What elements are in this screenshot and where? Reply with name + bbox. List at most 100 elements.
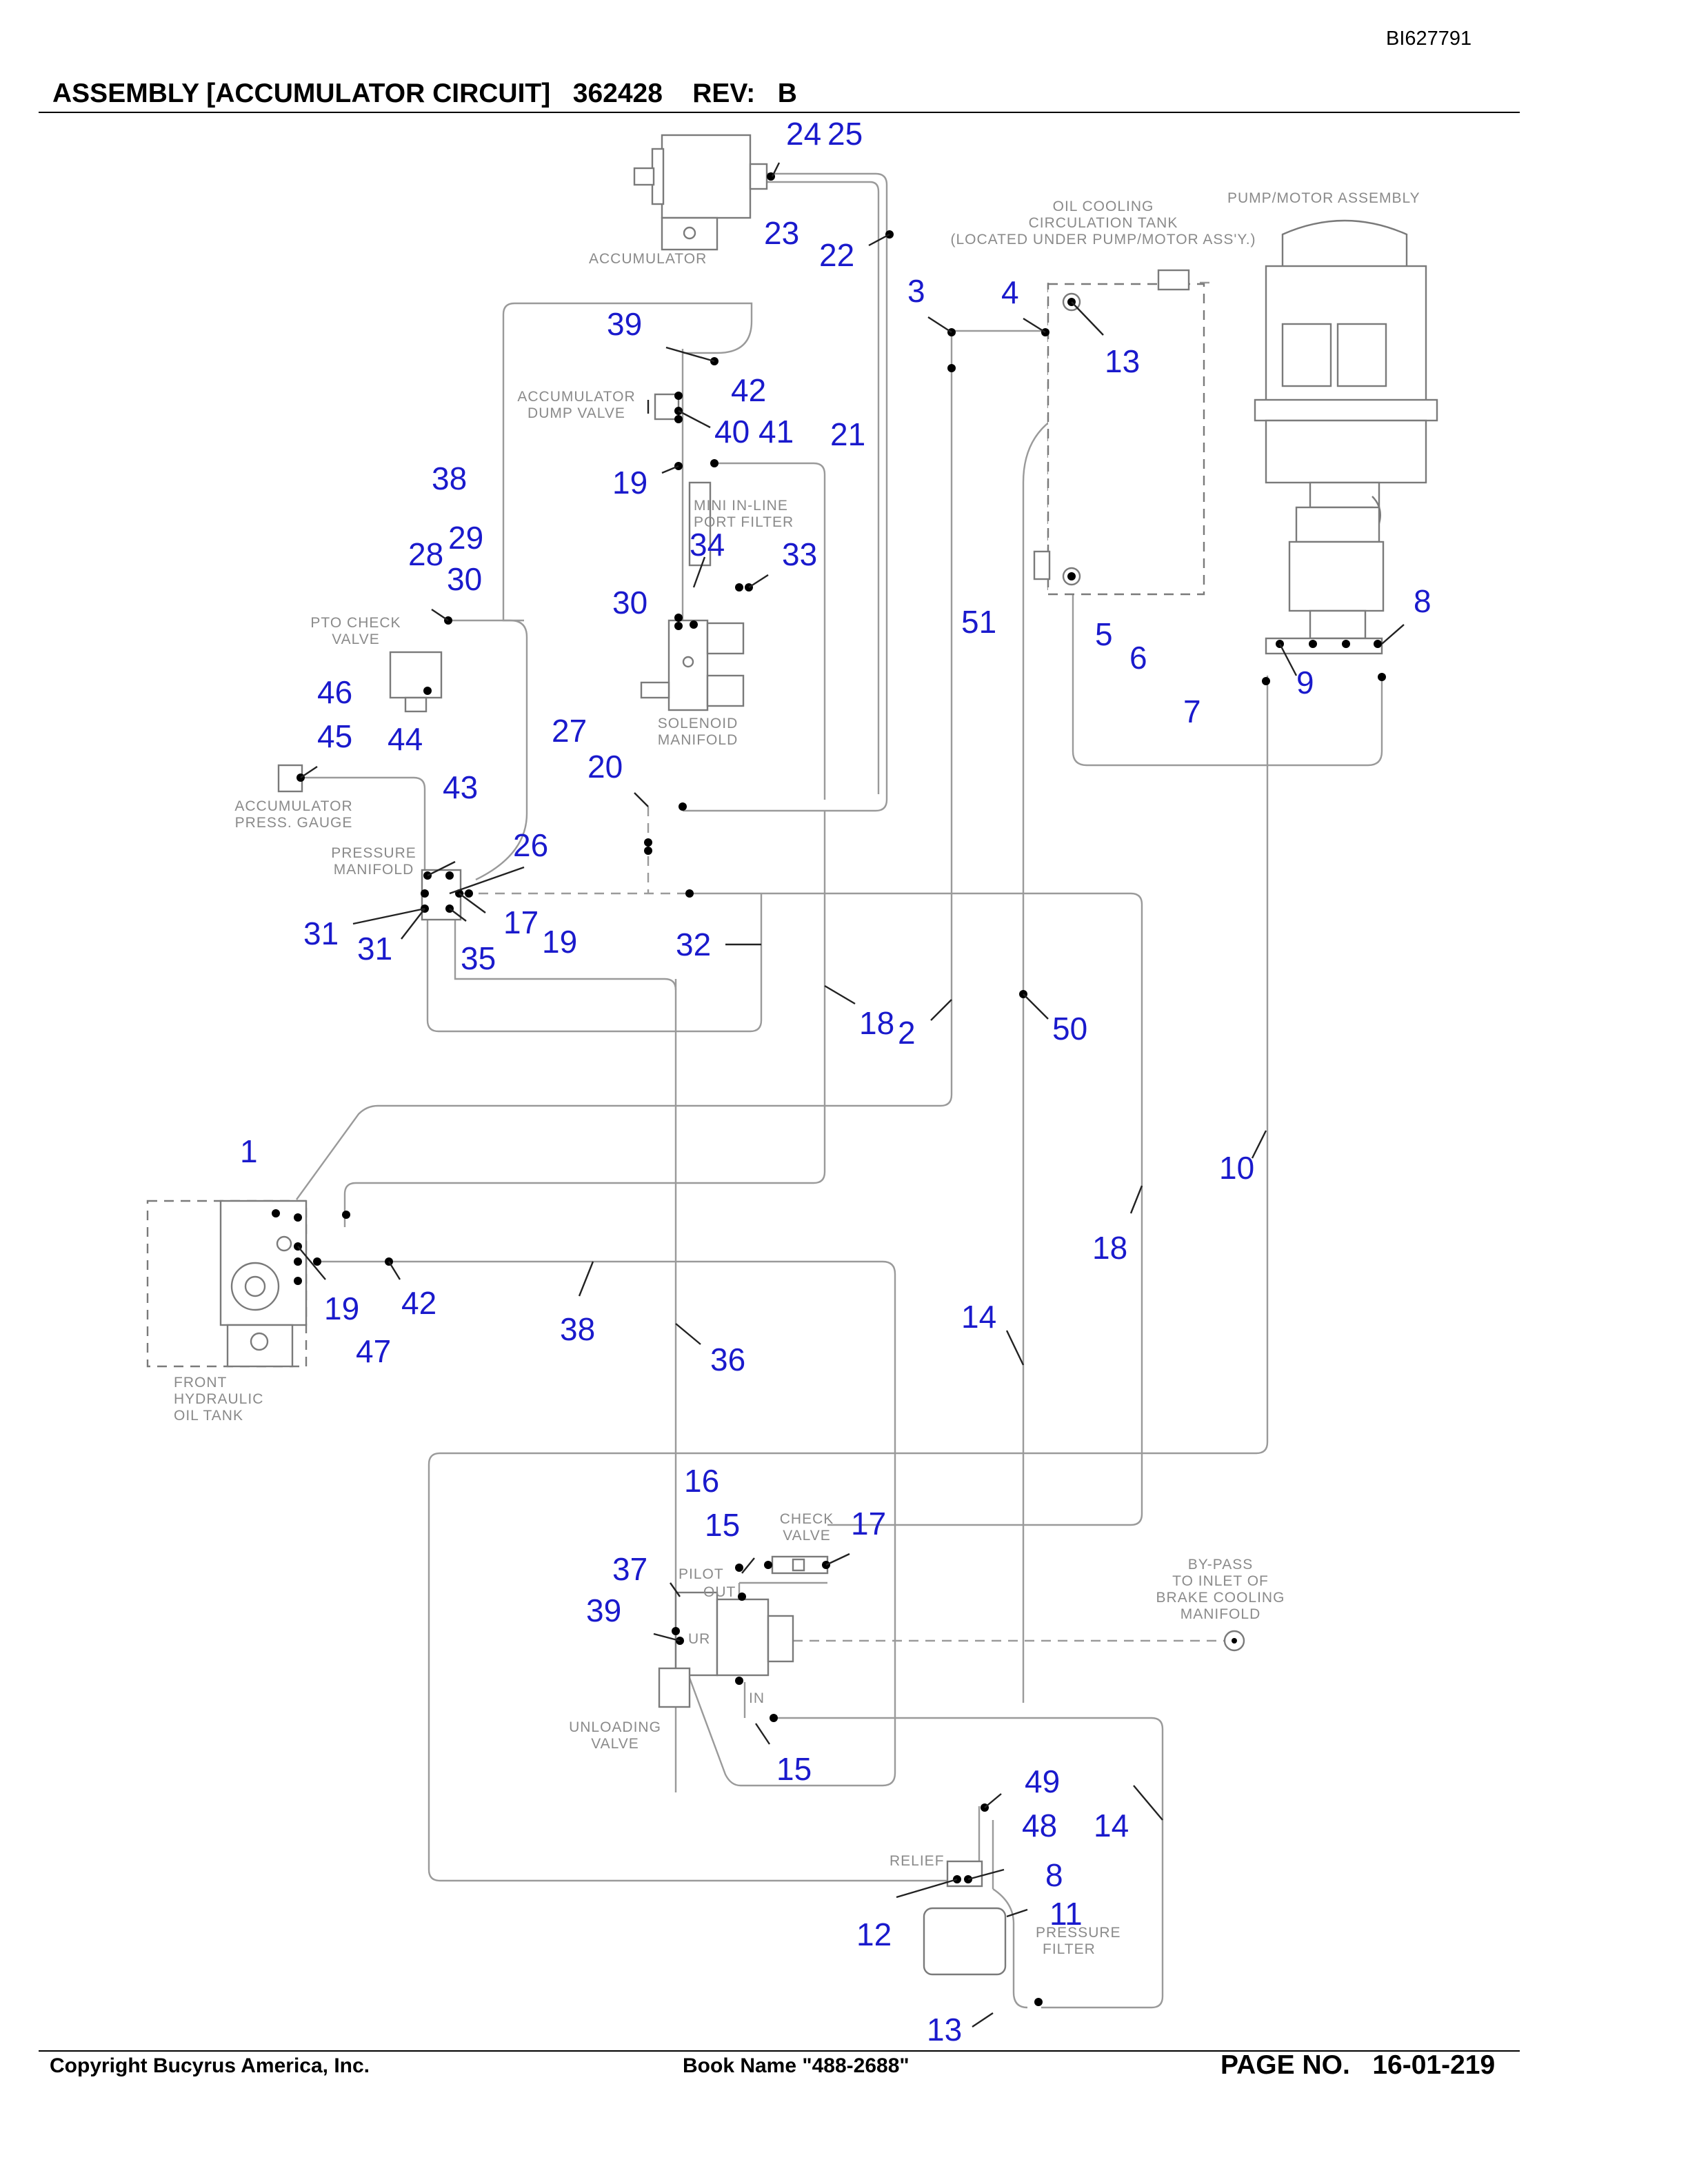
callout-38: 38 xyxy=(560,1311,595,1347)
callout-42: 42 xyxy=(401,1285,436,1321)
connection-dot xyxy=(445,871,454,880)
callout-11: 11 xyxy=(1049,1896,1083,1932)
unloading-valve-component xyxy=(658,1591,794,1708)
callout-51: 51 xyxy=(961,604,996,640)
connection-dot xyxy=(313,1257,321,1266)
callout-48: 48 xyxy=(1022,1808,1057,1843)
pressure-filter-component xyxy=(923,1907,1007,1976)
connection-dot xyxy=(735,1564,743,1572)
connection-dot xyxy=(947,364,956,372)
connection-dot xyxy=(272,1209,280,1217)
leader-line xyxy=(1023,317,1046,334)
document-id: BI627791 xyxy=(1386,28,1472,50)
leader-line xyxy=(401,908,425,940)
callout-28: 28 xyxy=(408,536,443,572)
callout-17: 17 xyxy=(503,904,539,940)
connection-dot xyxy=(672,1627,680,1635)
callout-37: 37 xyxy=(612,1551,647,1587)
callout-39: 39 xyxy=(586,1593,621,1628)
accumulator-component xyxy=(633,134,768,251)
leader-line xyxy=(1133,1785,1163,1821)
callout-23: 23 xyxy=(764,215,799,251)
leader-line xyxy=(824,984,856,1005)
callout-50: 50 xyxy=(1052,1011,1087,1046)
leader-line xyxy=(1005,1330,1025,1366)
leader-line xyxy=(1251,1130,1267,1159)
connection-dot xyxy=(644,847,652,855)
callout-31: 31 xyxy=(357,931,392,967)
callout-13: 13 xyxy=(927,2012,962,2048)
callout-9: 9 xyxy=(1296,665,1314,700)
leader-line xyxy=(771,162,781,177)
copyright-text: Copyright Bucyrus America, Inc. xyxy=(50,2054,370,2077)
leader-line xyxy=(653,1632,681,1642)
leader-line xyxy=(972,2012,994,2028)
leader-line xyxy=(449,866,525,895)
callout-41: 41 xyxy=(758,414,794,449)
callout-19: 19 xyxy=(542,924,577,960)
leader-line xyxy=(1129,1185,1143,1214)
port-label-out: OUT xyxy=(703,1584,736,1600)
callout-27: 27 xyxy=(552,713,587,749)
connection-dot xyxy=(1034,1998,1043,2006)
pto-check-valve-component xyxy=(389,651,443,713)
leader-line xyxy=(927,316,952,334)
callout-35: 35 xyxy=(461,940,496,976)
pipe-line-10 xyxy=(428,676,1269,1882)
port-filter-component xyxy=(688,481,712,567)
connection-dot xyxy=(1342,640,1350,648)
callout-13: 13 xyxy=(1105,343,1140,379)
leader-line xyxy=(449,908,467,922)
callout-31: 31 xyxy=(303,916,339,951)
solenoid-manifold-component xyxy=(640,619,745,711)
connection-dot xyxy=(685,889,694,898)
connection-dot xyxy=(770,1714,778,1722)
connection-dot xyxy=(423,687,432,695)
leader-line xyxy=(984,1793,1002,1808)
callout-14: 14 xyxy=(1094,1808,1129,1843)
relief-valve-component xyxy=(946,1860,983,1888)
connection-dot xyxy=(674,392,683,400)
callout-42: 42 xyxy=(731,372,766,408)
callout-25: 25 xyxy=(827,116,863,152)
page-number: PAGE NO. 16-01-219 xyxy=(1220,2050,1495,2081)
rev-value: B xyxy=(777,79,797,108)
leader-line xyxy=(1071,301,1104,336)
pipe-line-44 xyxy=(303,776,426,871)
leader-line xyxy=(675,1323,701,1345)
callout-7: 7 xyxy=(1183,694,1201,729)
port-label-pilot: PILOT xyxy=(679,1566,724,1582)
bypass-port-component xyxy=(1223,1630,1245,1652)
oil-cooling-tank-component xyxy=(1033,269,1205,596)
connection-dot xyxy=(294,1277,302,1285)
leader-line xyxy=(930,999,952,1021)
callout-49: 49 xyxy=(1025,1763,1060,1799)
leader-line xyxy=(741,1557,755,1574)
pipe-line-38 xyxy=(502,302,753,622)
pipe-line-32 xyxy=(426,893,763,1033)
callout-8: 8 xyxy=(1045,1857,1063,1893)
pump-motor-component xyxy=(1254,219,1438,655)
footer-rule xyxy=(39,2050,1520,2052)
leader-line xyxy=(1023,993,1049,1020)
callout-2: 2 xyxy=(898,1015,916,1051)
front-tank-component xyxy=(146,1200,308,1368)
callout-24: 24 xyxy=(786,116,821,152)
label-relief: RELIEF xyxy=(890,1853,945,1869)
callout-18: 18 xyxy=(859,1005,894,1041)
book-name: Book Name "488-2688" xyxy=(683,2054,910,2077)
callout-46: 46 xyxy=(317,674,352,710)
check-valve-component xyxy=(771,1555,829,1575)
page-title: ASSEMBLY [ACCUMULATOR CIRCUIT] 362428 RE… xyxy=(52,79,797,109)
callout-39: 39 xyxy=(607,306,642,342)
callout-38: 38 xyxy=(432,461,467,496)
connection-dot xyxy=(1309,640,1317,648)
